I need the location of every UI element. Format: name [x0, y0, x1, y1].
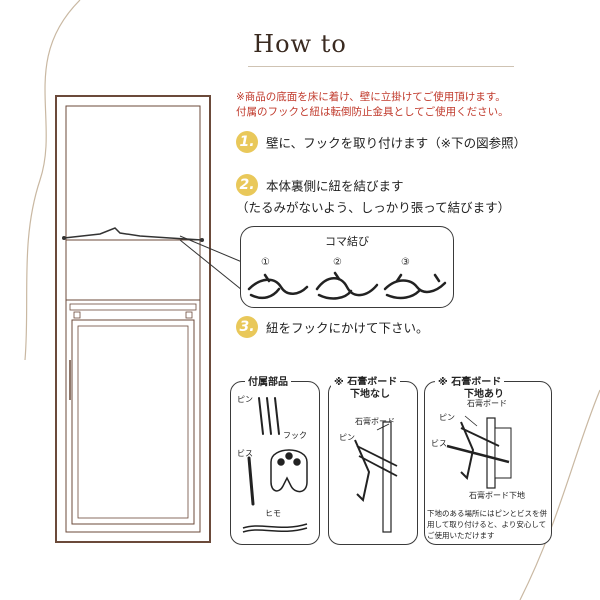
page-title: How to: [253, 30, 347, 58]
no-base-heading: ※ 石膏ボード: [331, 373, 401, 388]
with-base-base-label: 石膏ボード下地: [469, 491, 525, 500]
knot-step-1-number: ①: [261, 257, 270, 268]
step-text-1: 壁に、フックを取り付けます（※下の図参照）: [266, 135, 527, 151]
step-number-3: 3.: [236, 316, 258, 338]
with-base-illustration: [446, 415, 512, 489]
with-base-box: ※ 石膏ボード 下地あり 石膏ボード ピン ビス 石膏ボード下地 下地のある場所…: [424, 373, 552, 545]
hook-icon: [270, 449, 308, 493]
screw-icon: [247, 456, 255, 506]
with-base-heading: ※ 石膏ボード: [435, 373, 505, 388]
with-base-mark: ※: [438, 377, 448, 388]
step-1: 1. 壁に、フックを取り付けます（※下の図参照）: [236, 131, 526, 153]
mirror-back-illustration: [55, 95, 211, 543]
notice-text: ※商品の底面を床に着け、壁に立掛けてご使用頂けます。 付属のフックと紐は転倒防止…: [236, 90, 596, 120]
with-base-screw-label: ビス: [431, 439, 447, 448]
no-base-pin-label: ピン: [339, 433, 355, 442]
with-base-pin-label: ピン: [439, 413, 455, 422]
parts-pin-label: ピン: [237, 395, 253, 404]
title-divider: [248, 66, 514, 67]
parts-heading: 付属部品: [245, 373, 291, 388]
knot-step-3-number: ③: [401, 257, 410, 268]
step-text-2: 本体裏側に紐を結びます: [266, 178, 404, 194]
knot-title: コマ結び: [325, 235, 369, 248]
step-text-3: 紐をフックにかけて下さい。: [266, 320, 429, 336]
knot-step-3-icon: [383, 273, 447, 300]
knot-step-2-icon: [315, 271, 379, 300]
knot-panel: コマ結び ① ② ③: [240, 226, 454, 308]
with-base-heading-1: 石膏ボード: [451, 377, 502, 388]
parts-illustration: [242, 397, 308, 533]
string-icon: [242, 523, 308, 533]
parts-box: 付属部品 ピン フック ビス ヒモ: [230, 373, 320, 545]
with-base-heading-2: 下地あり: [461, 385, 507, 400]
knot-step-2-number: ②: [333, 257, 342, 268]
parts-string-label: ヒモ: [265, 509, 281, 518]
knot-step-1-icon: [247, 273, 309, 300]
no-base-box: ※ 石膏ボード 下地なし 石膏ボード ピン: [328, 373, 418, 545]
notice-line-2: 付属のフックと紐は転倒防止金具としてご使用ください。: [236, 106, 509, 118]
no-base-heading-1: 石膏ボード: [347, 377, 398, 388]
no-base-illustration: [354, 421, 398, 533]
parts-screw-label: ビス: [237, 449, 253, 458]
pin-icon: [258, 397, 280, 435]
notice-line-1: ※商品の底面を床に着け、壁に立掛けてご使用頂けます。: [236, 91, 506, 103]
no-base-mark: ※: [334, 377, 344, 388]
with-base-board-label: 石膏ボード: [467, 399, 507, 408]
step-number-1: 1.: [236, 131, 258, 153]
no-base-board-label: 石膏ボード: [355, 417, 395, 426]
parts-hook-label: フック: [283, 431, 307, 440]
no-base-heading-2: 下地なし: [347, 385, 393, 400]
knot-diagram: [247, 271, 447, 300]
step-2: 2. 本体裏側に紐を結びます: [236, 174, 404, 196]
step-number-2: 2.: [236, 174, 258, 196]
step-3: 3. 紐をフックにかけて下さい。: [236, 316, 429, 338]
step-2-subtext: （たるみがないよう、しっかり張って結びます）: [236, 200, 511, 215]
with-base-note: 下地のある場所にはピンとビスを併用して取り付けると、より安心してご使用いただけま…: [427, 509, 547, 540]
